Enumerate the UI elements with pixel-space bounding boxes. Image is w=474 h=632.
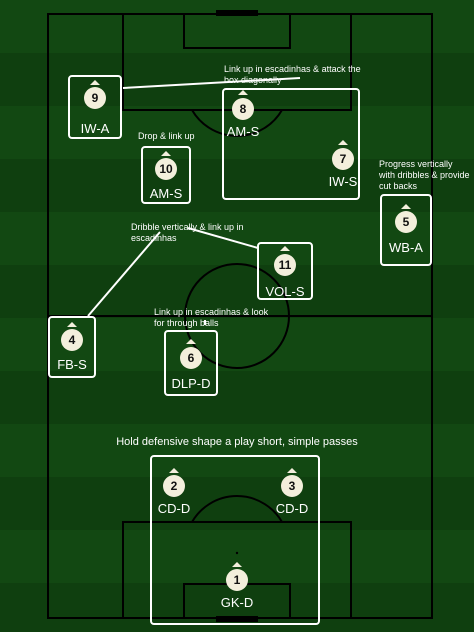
- direction-arrow-icon: [238, 90, 248, 95]
- direction-arrow-icon: [67, 322, 77, 327]
- direction-arrow-icon: [232, 562, 242, 567]
- note-drop-link: Drop & link up: [138, 131, 195, 141]
- player-role: AM-S: [226, 124, 260, 139]
- player-number: 3: [281, 475, 303, 497]
- note-progress: Progress vertically with dribbles & prov…: [379, 159, 470, 191]
- player-number: 11: [274, 254, 296, 276]
- player-number: 5: [395, 211, 417, 233]
- player-role: CD-D: [157, 501, 191, 516]
- player-card-4[interactable]: 4 FB-S: [48, 316, 96, 378]
- player-card-7[interactable]: 7 IW-S: [324, 140, 366, 190]
- player-number: 10: [155, 158, 177, 180]
- player-card-5[interactable]: 5 WB-A: [380, 194, 432, 266]
- direction-arrow-icon: [169, 468, 179, 473]
- player-number: 9: [84, 87, 106, 109]
- penalty-spot: [235, 551, 239, 555]
- connector-lines: [87, 77, 301, 325]
- player-role: FB-S: [57, 357, 87, 372]
- direction-arrow-icon: [401, 204, 411, 209]
- player-role: IW-S: [328, 174, 358, 189]
- player-role: GK-D: [220, 595, 254, 610]
- direction-arrow-icon: [287, 468, 297, 473]
- player-number: 1: [226, 569, 248, 591]
- player-card-8[interactable]: 8 AM-S: [224, 90, 266, 140]
- player-card-11[interactable]: 11 VOL-S: [257, 242, 313, 300]
- note-attack-box: Link up in escadinhas & attack the box d…: [224, 64, 361, 85]
- player-number: 6: [180, 347, 202, 369]
- player-card-9[interactable]: 9 IW-A: [68, 75, 122, 139]
- note-defensive: Hold defensive shape a play short, simpl…: [116, 436, 358, 448]
- direction-arrow-icon: [338, 140, 348, 145]
- player-role: AM-S: [149, 186, 183, 201]
- player-card-3[interactable]: 3 CD-D: [271, 466, 313, 518]
- attack-zone: [222, 88, 360, 200]
- direction-arrow-icon: [161, 151, 171, 156]
- player-number: 7: [332, 148, 354, 170]
- note-dribble: Dribble vertically & link up in escadinh…: [131, 222, 244, 243]
- player-card-1[interactable]: 1 GK-D: [214, 562, 260, 616]
- player-role: VOL-S: [265, 284, 305, 299]
- player-role: WB-A: [389, 240, 423, 255]
- direction-arrow-icon: [186, 339, 196, 344]
- player-role: IW-A: [80, 121, 110, 136]
- top-goal: [216, 10, 258, 16]
- player-card-6[interactable]: 6 DLP-D: [164, 330, 218, 396]
- defense-zone: [150, 455, 320, 625]
- note-through-balls: Link up in escadinhas & look for through…: [154, 307, 269, 328]
- direction-arrow-icon: [90, 80, 100, 85]
- player-number: 2: [163, 475, 185, 497]
- player-role: CD-D: [275, 501, 309, 516]
- direction-arrow-icon: [280, 246, 290, 251]
- player-number: 4: [61, 329, 83, 351]
- player-card-2[interactable]: 2 CD-D: [153, 466, 195, 518]
- player-role: DLP-D: [171, 376, 211, 391]
- player-card-10[interactable]: 10 AM-S: [141, 146, 191, 204]
- player-number: 8: [232, 98, 254, 120]
- bottom-goal: [216, 616, 258, 622]
